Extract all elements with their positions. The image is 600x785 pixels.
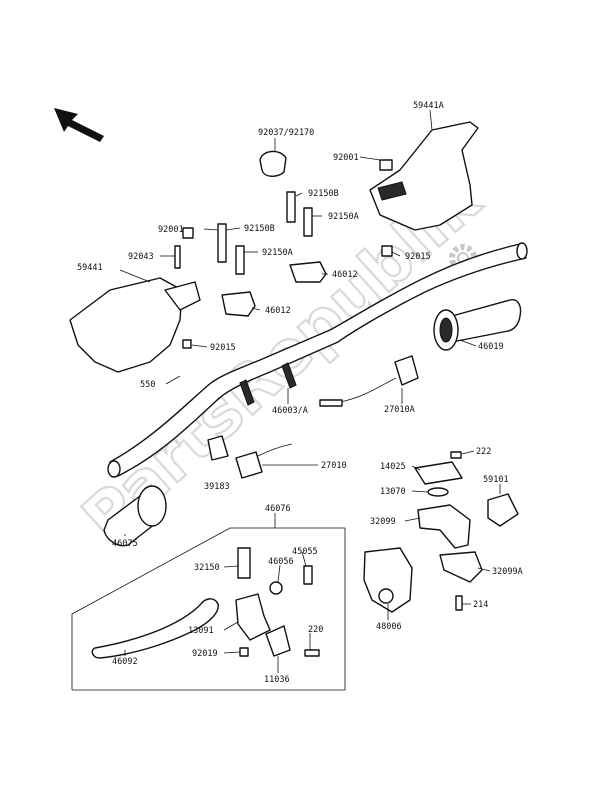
right-lever-parts bbox=[363, 451, 519, 613]
label-46075: 46075 bbox=[112, 539, 138, 549]
front-arrow-icon bbox=[54, 108, 104, 142]
label-32099a: 32099A bbox=[492, 567, 523, 577]
label-92001-top: 92001 bbox=[333, 153, 359, 163]
label-59101: 59101 bbox=[483, 475, 509, 485]
label-27010: 27010 bbox=[321, 461, 347, 471]
leader-lines bbox=[119, 109, 501, 673]
label-46003a: 46003/A bbox=[272, 406, 308, 416]
grip-left bbox=[103, 485, 167, 547]
label-13091: 13091 bbox=[188, 626, 214, 636]
label-48006: 48006 bbox=[376, 622, 402, 632]
label-46012-a: 46012 bbox=[332, 270, 358, 280]
switch-parts bbox=[207, 355, 419, 479]
label-220: 220 bbox=[308, 625, 323, 635]
label-92150a-a: 92150A bbox=[328, 212, 359, 222]
label-92015-a: 92015 bbox=[405, 252, 431, 262]
label-92001-left: 92001 bbox=[158, 225, 184, 235]
label-46092: 46092 bbox=[112, 657, 138, 667]
label-92019: 92019 bbox=[192, 649, 218, 659]
label-13070: 13070 bbox=[380, 487, 406, 497]
label-550: 550 bbox=[140, 380, 155, 390]
label-32150: 32150 bbox=[194, 563, 220, 573]
label-39183: 39183 bbox=[204, 482, 230, 492]
label-46076: 46076 bbox=[265, 504, 291, 514]
label-11036: 11036 bbox=[264, 675, 290, 685]
label-46056: 46056 bbox=[268, 557, 294, 567]
part-labels: 59441A 92037/92170 92001 92150B 92150A 9… bbox=[77, 101, 523, 685]
label-59441a: 59441A bbox=[413, 101, 444, 111]
handlebar bbox=[107, 242, 528, 478]
label-46012-b: 46012 bbox=[265, 306, 291, 316]
label-27010a: 27010A bbox=[384, 405, 415, 415]
label-222: 222 bbox=[476, 447, 491, 457]
handguard-left bbox=[69, 277, 201, 373]
bar-clamp-parts bbox=[174, 150, 393, 349]
label-32099: 32099 bbox=[370, 517, 396, 527]
label-92043: 92043 bbox=[128, 252, 154, 262]
handguard-right bbox=[369, 121, 479, 231]
label-92150a-b: 92150A bbox=[262, 248, 293, 258]
label-45055: 45055 bbox=[292, 547, 318, 557]
label-92037-92170: 92037/92170 bbox=[258, 128, 314, 138]
label-59441: 59441 bbox=[77, 263, 103, 273]
label-214: 214 bbox=[473, 600, 488, 610]
label-92150b-a: 92150B bbox=[308, 189, 339, 199]
grip-right bbox=[433, 299, 522, 351]
label-14025: 14025 bbox=[380, 462, 406, 472]
label-92015-b: 92015 bbox=[210, 343, 236, 353]
label-92150b-b: 92150B bbox=[244, 224, 275, 234]
lever-assembly-box bbox=[71, 527, 346, 691]
label-46019: 46019 bbox=[478, 342, 504, 352]
